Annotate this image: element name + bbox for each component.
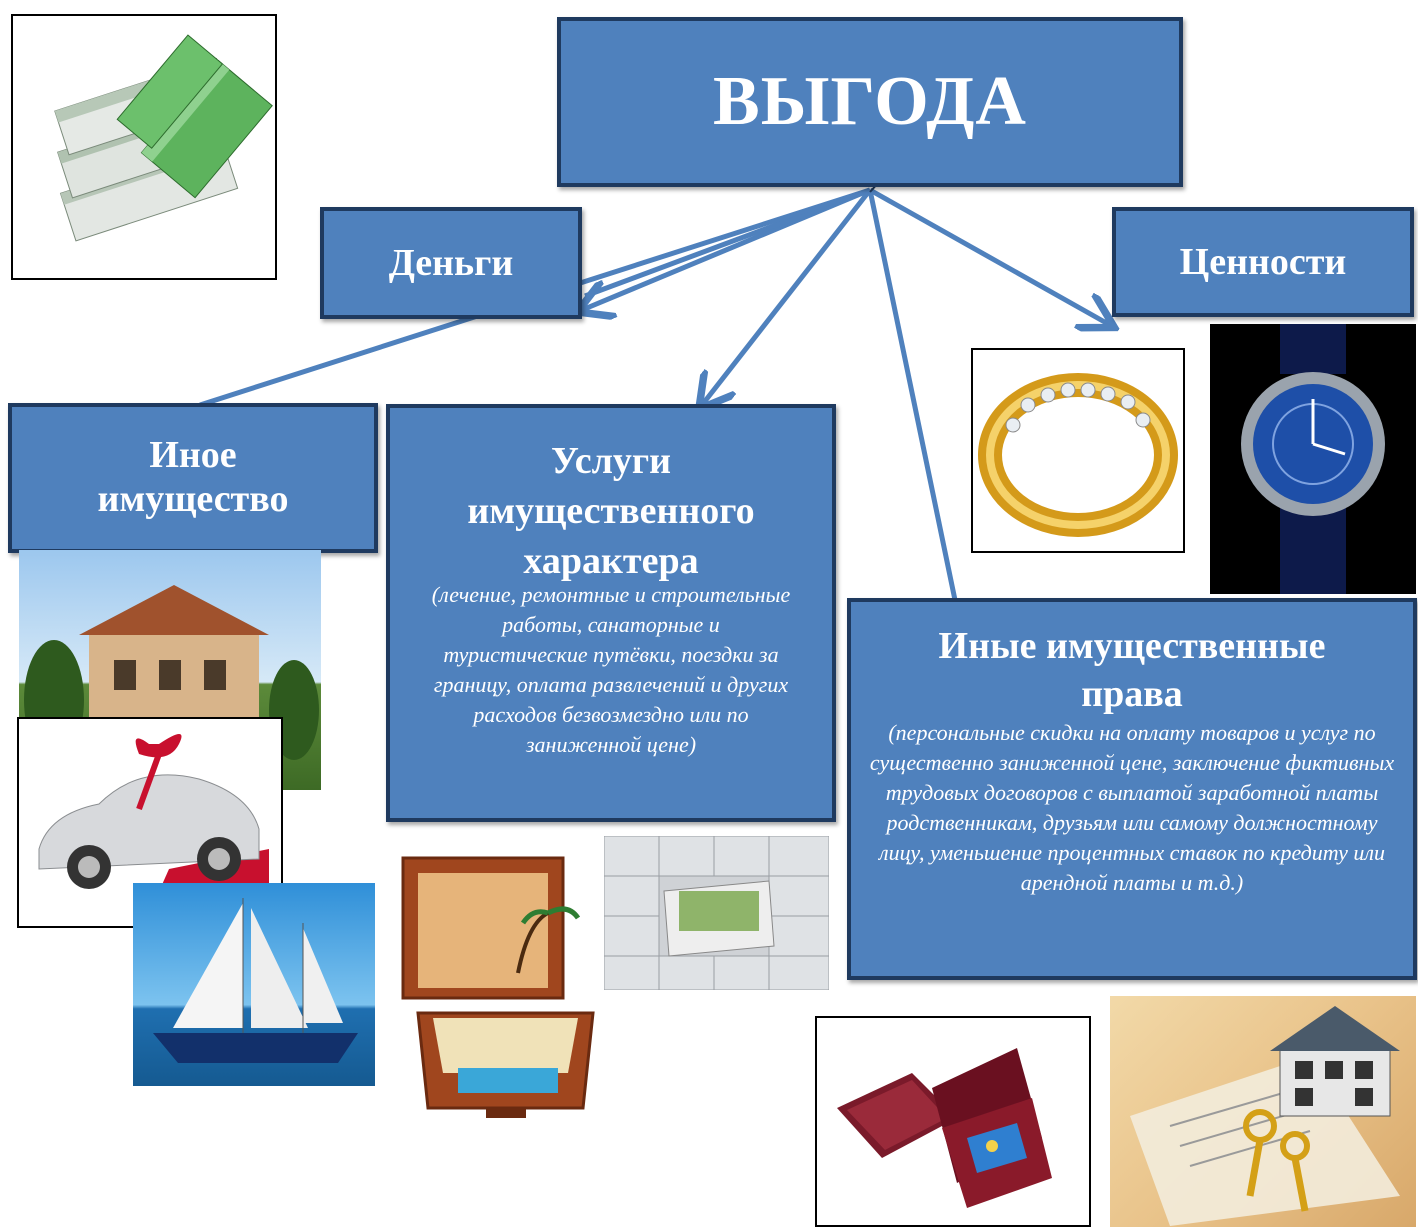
arrow-to-valuables [868,187,1110,325]
rights-box: Иные имущественные права (персональные с… [847,598,1417,980]
arrow-to-services [702,188,872,405]
services-description: (лечение, ремонтные и строительные работ… [431,582,791,757]
other-property-label: Иное имущество [97,434,289,520]
sailing-yacht-image [133,883,375,1086]
money-stack-image [11,14,277,280]
money-label: Деньги [388,242,514,284]
services-title: Услуги имущественного характера [467,440,755,582]
title-text: ВЫГОДА [713,63,1027,140]
arrow-to-rights [867,189,958,601]
other-property-box: Иное имущество [8,403,378,553]
arrow-to-money-2 [584,187,871,299]
diamond-ring-image [971,348,1185,553]
house-and-keys-image [1110,996,1416,1227]
arrow-to-money-1 [582,187,871,310]
travel-suitcase-image [398,853,602,1125]
rights-title: Иные имущественные права [938,625,1326,715]
valuables-label: Ценности [1179,241,1347,283]
services-box: Услуги имущественного характера (лечение… [386,404,836,822]
rights-description: (персональные скидки на оплату товаров и… [869,720,1395,895]
safe-deposit-drawer-image [604,836,829,990]
wrist-watch-image [1210,324,1416,594]
title-box: ВЫГОДА [557,17,1183,187]
money-box: Деньги [320,207,582,319]
valuables-box: Ценности [1112,207,1414,317]
gift-box-with-card-image [815,1016,1091,1227]
